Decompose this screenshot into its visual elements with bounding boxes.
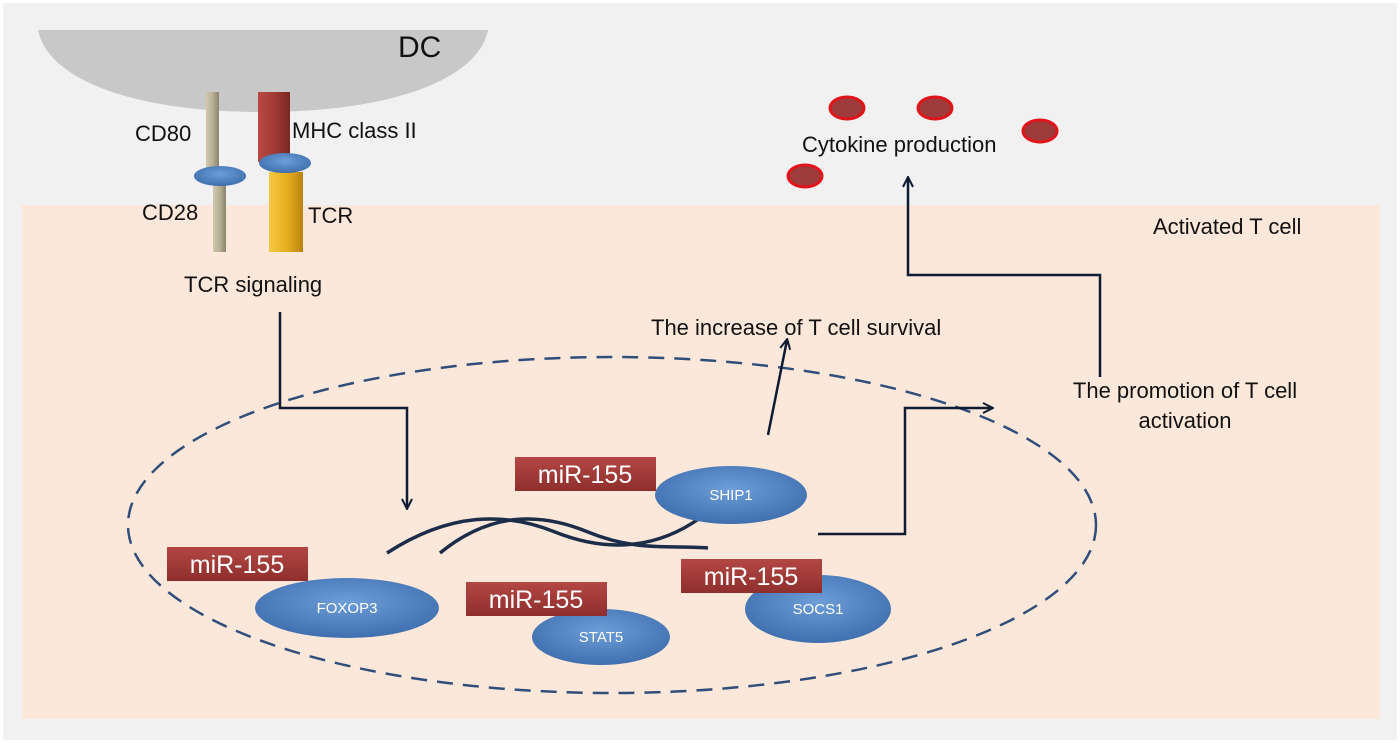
- socs1-label: SOCS1: [793, 601, 844, 618]
- cytokine-arrow: [908, 178, 1102, 377]
- nucleus-boundary: [126, 355, 1098, 695]
- cytokine-particle: [828, 95, 866, 121]
- activation-arrow: [818, 408, 992, 536]
- tcr-label: TCR: [308, 203, 353, 228]
- mhc-class-ii-receptor: [258, 92, 290, 162]
- cd80-receptor: [206, 92, 219, 174]
- stat5-label: STAT5: [579, 629, 623, 646]
- cytokine-particle: [786, 163, 824, 189]
- mhc-class-ii-label: MHC class II: [292, 118, 417, 143]
- tcr-receptor: [269, 172, 303, 252]
- foxop3-protein: [255, 578, 439, 638]
- ship1-protein: [655, 466, 807, 524]
- t-cell-activation-label-line1: The promotion of T cell: [1073, 378, 1297, 403]
- t-cell-survival-label: The increase of T cell survival: [651, 315, 941, 340]
- tcr-signaling-label: TCR signaling: [184, 272, 322, 297]
- mhc-tcr-binding-site: [259, 153, 311, 173]
- activated-t-cell-label: Activated T cell: [1153, 214, 1301, 239]
- cd80-cd28-binding-site: [194, 166, 246, 186]
- cd80-label: CD80: [135, 121, 191, 146]
- stat5-protein: [532, 609, 670, 665]
- cytokine-particle: [1021, 118, 1059, 144]
- mir155-box-socs1: [681, 559, 822, 593]
- mir155-label-foxop3: miR-155: [190, 551, 284, 579]
- dna-strand: [386, 516, 702, 555]
- foxop3-label: FOXOP3: [317, 600, 378, 617]
- dendritic-cell-shape: [38, 30, 488, 112]
- mir155-box-stat5: [466, 582, 607, 616]
- survival-arrow: [766, 340, 787, 436]
- cytokine-production-label: Cytokine production: [802, 132, 996, 157]
- mir155-box-ship1: [515, 457, 656, 491]
- mir155-label-socs1: miR-155: [704, 563, 798, 591]
- dc-label: DC: [398, 31, 441, 64]
- dna-strand: [438, 517, 709, 555]
- cd28-label: CD28: [142, 200, 198, 225]
- t-cell-activation-label-line2: activation: [1139, 408, 1232, 433]
- tcr-signaling-arrow: [278, 312, 407, 508]
- cytokine-particle: [916, 95, 954, 121]
- mir155-label-ship1: miR-155: [538, 461, 632, 489]
- activated-t-cell-region: [22, 205, 1380, 719]
- cd28-receptor: [213, 180, 226, 252]
- mir155-box-foxop3: [167, 547, 308, 581]
- mir155-label-stat5: miR-155: [489, 586, 583, 614]
- ship1-label: SHIP1: [709, 487, 752, 504]
